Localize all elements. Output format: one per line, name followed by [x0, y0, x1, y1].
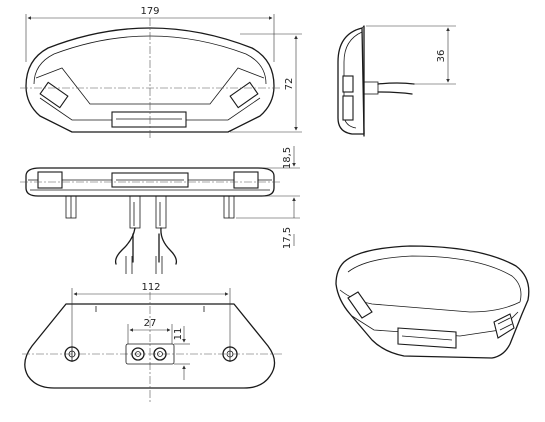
- dim-body-depth-label: 18,5: [282, 147, 293, 169]
- dim-connector-spacing-label: 27: [144, 318, 157, 329]
- dim-pin-length-label: 17,5: [282, 227, 293, 249]
- side-marker-right: [229, 81, 259, 109]
- side-view: 36: [337, 25, 456, 137]
- top-view: 18,5 17,5: [20, 146, 300, 274]
- side-marker-left: [39, 81, 69, 109]
- front-view: 179 72: [20, 6, 302, 140]
- top-lamp-right: [233, 171, 259, 189]
- dim-height-label: 72: [284, 78, 295, 91]
- center-lamp: [111, 111, 187, 128]
- iso-lamp-left: [347, 291, 373, 319]
- dim-connector-offset-label: 36: [436, 50, 447, 63]
- dim-mount-spacing-label: 112: [141, 282, 160, 293]
- isometric-view: [335, 245, 530, 359]
- dim-connector-height-label: 11: [173, 328, 184, 341]
- rear-view: 112 27 11: [22, 282, 282, 402]
- dim-width-label: 179: [140, 6, 159, 17]
- top-lamp-left: [37, 171, 63, 189]
- iso-lamp-right: [493, 313, 515, 339]
- side-lens-lower: [342, 95, 354, 121]
- side-lens-upper: [342, 75, 354, 93]
